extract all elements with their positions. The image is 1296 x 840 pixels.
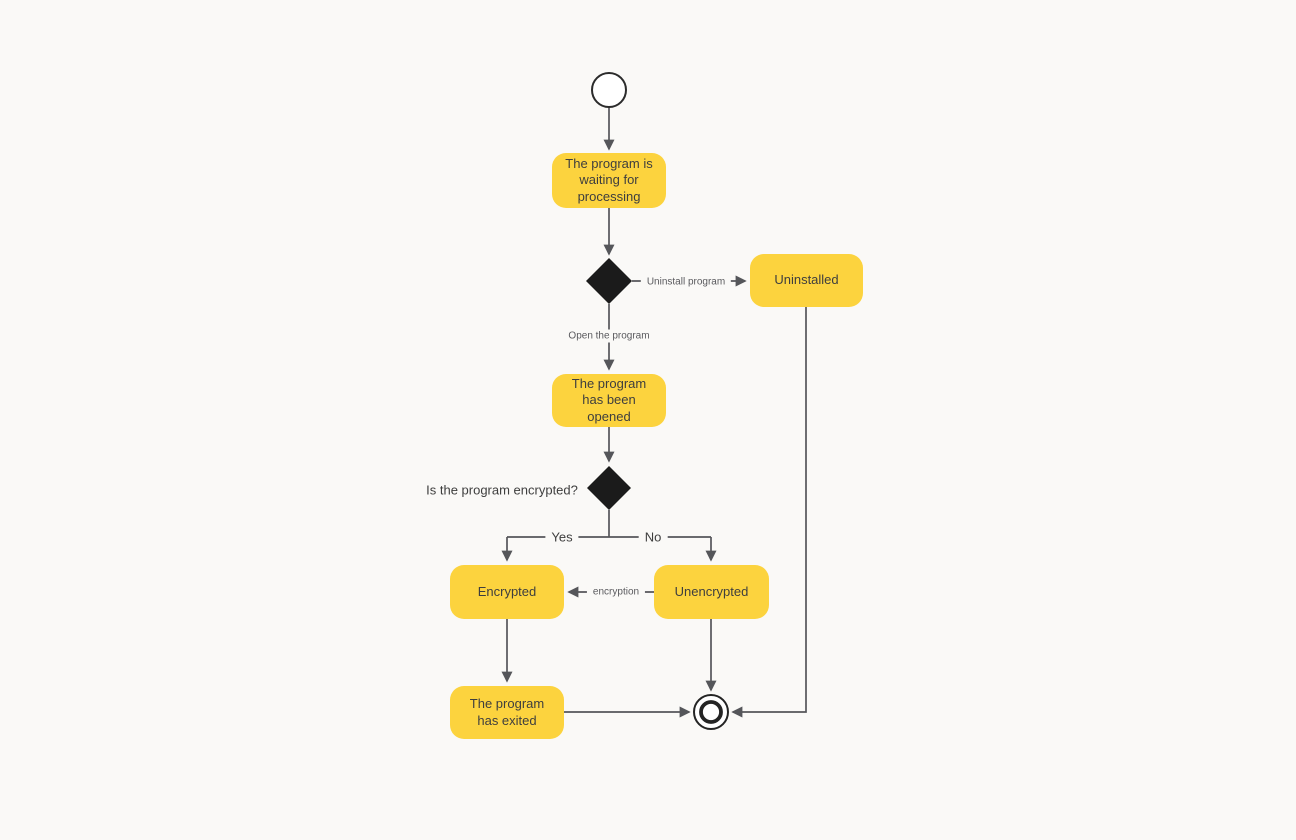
initial-node <box>591 72 627 108</box>
node-unencrypted: Unencrypted <box>654 565 769 619</box>
node-encrypted: Encrypted <box>450 565 564 619</box>
edge-label-yes: Yes <box>545 528 579 546</box>
edge-label-no: No <box>638 528 668 546</box>
edge-label-open-the-program: Open the program <box>562 329 656 343</box>
node-uninstalled: Uninstalled <box>750 254 863 307</box>
decision-uninstall-diamond <box>586 258 632 304</box>
edge-label-is-program-encrypted: Is the program encrypted? <box>426 482 578 498</box>
node-opened: The program has been opened <box>552 374 666 427</box>
edge-label-uninstall-program: Uninstall program <box>640 275 732 289</box>
decision-encrypted-diamond <box>587 466 631 510</box>
final-node <box>693 694 729 730</box>
node-waiting: The program is waiting for processing <box>552 153 666 208</box>
edge-label-encryption: encryption <box>586 585 646 599</box>
node-exited: The program has exited <box>450 686 564 739</box>
edge-uninstalled-to-final <box>731 307 807 718</box>
